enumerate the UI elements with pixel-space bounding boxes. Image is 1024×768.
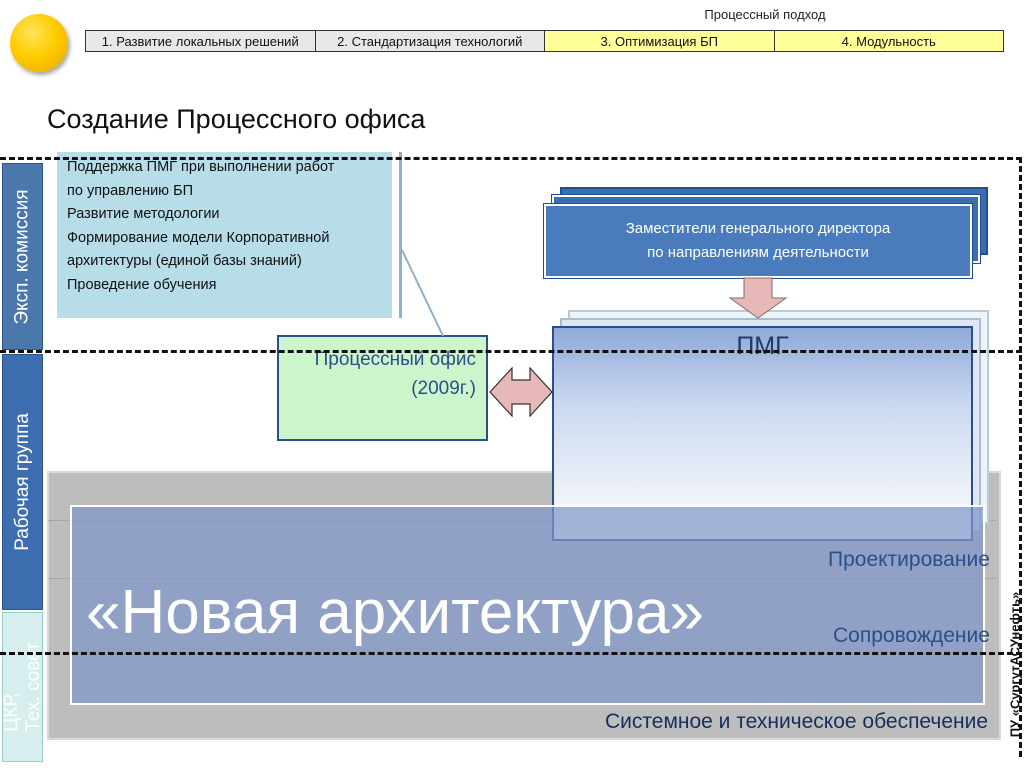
support-line: Поддержка ПМГ при выполнении работ [67,159,335,175]
dashed-line [1019,157,1022,757]
new-architecture-box [70,505,985,705]
maintenance-label: Сопровождение [833,624,990,647]
dashed-line [0,157,1022,160]
pmg-label: ПМГ [736,332,789,360]
office-line-2: (2009г.) [411,378,476,399]
tech-council-label: ЦКР,Тех. совет [1,612,45,762]
sun-logo-icon [10,14,68,72]
support-line: архитектуры (единой базы знаний) [67,253,302,269]
support-line: по управлению БП [67,182,194,199]
step-3: 3. Оптимизация БП [545,31,775,51]
approach-title: Процессный подход [704,7,826,22]
working-group-text: Рабочая группа [11,413,33,551]
page-title: Создание Процессного офиса [47,104,426,134]
down-arrow-icon [728,277,788,319]
callout-line [401,249,444,337]
systems-label: Системное и техническое обеспечение [605,710,989,733]
office-line-1: Процессный офис [314,349,476,370]
approach-steps: 1. Развитие локальных решений 2. Стандар… [85,30,1004,52]
dashed-line [0,350,1022,353]
dashed-line [0,652,1022,655]
deputies-box: Заместители генерального директора по на… [543,203,973,279]
step-1: 1. Развитие локальных решений [86,31,316,51]
support-box-edge [399,152,402,318]
support-box: Поддержка ПМГ при выполнении работ по уп… [57,152,392,318]
support-line: Развитие методологии [67,206,220,222]
tech-council-line-1: ЦКР, [0,692,22,732]
organization-text: ПУ «СургутАСУнефть» [1007,591,1023,737]
support-line: Проведение обучения [67,276,217,293]
expert-commission-text: Эксп. комиссия [11,188,33,325]
deputies-line-1: Заместители генерального директора [625,220,891,237]
step-2: 2. Стандартизация технологий [315,31,545,51]
tech-council-text: ЦКР,Тех. совет [1,642,45,732]
organization-label: ПУ «СургутАСУнефть» [1003,560,1024,768]
deputies-line-2: по направлениям деятельности [647,244,869,261]
step-4: 4. Модульность [774,31,1003,51]
double-arrow-icon [489,366,553,418]
working-group-label: Рабочая группа [2,354,43,610]
expert-commission-label: Эксп. комиссия [2,163,43,350]
tech-council-line-2: Тех. совет [22,642,44,732]
new-architecture-label: «Новая архитектура» [86,578,705,647]
support-line: Формирование модели Корпоративной [67,229,330,246]
design-label: Проектирование [828,548,990,571]
